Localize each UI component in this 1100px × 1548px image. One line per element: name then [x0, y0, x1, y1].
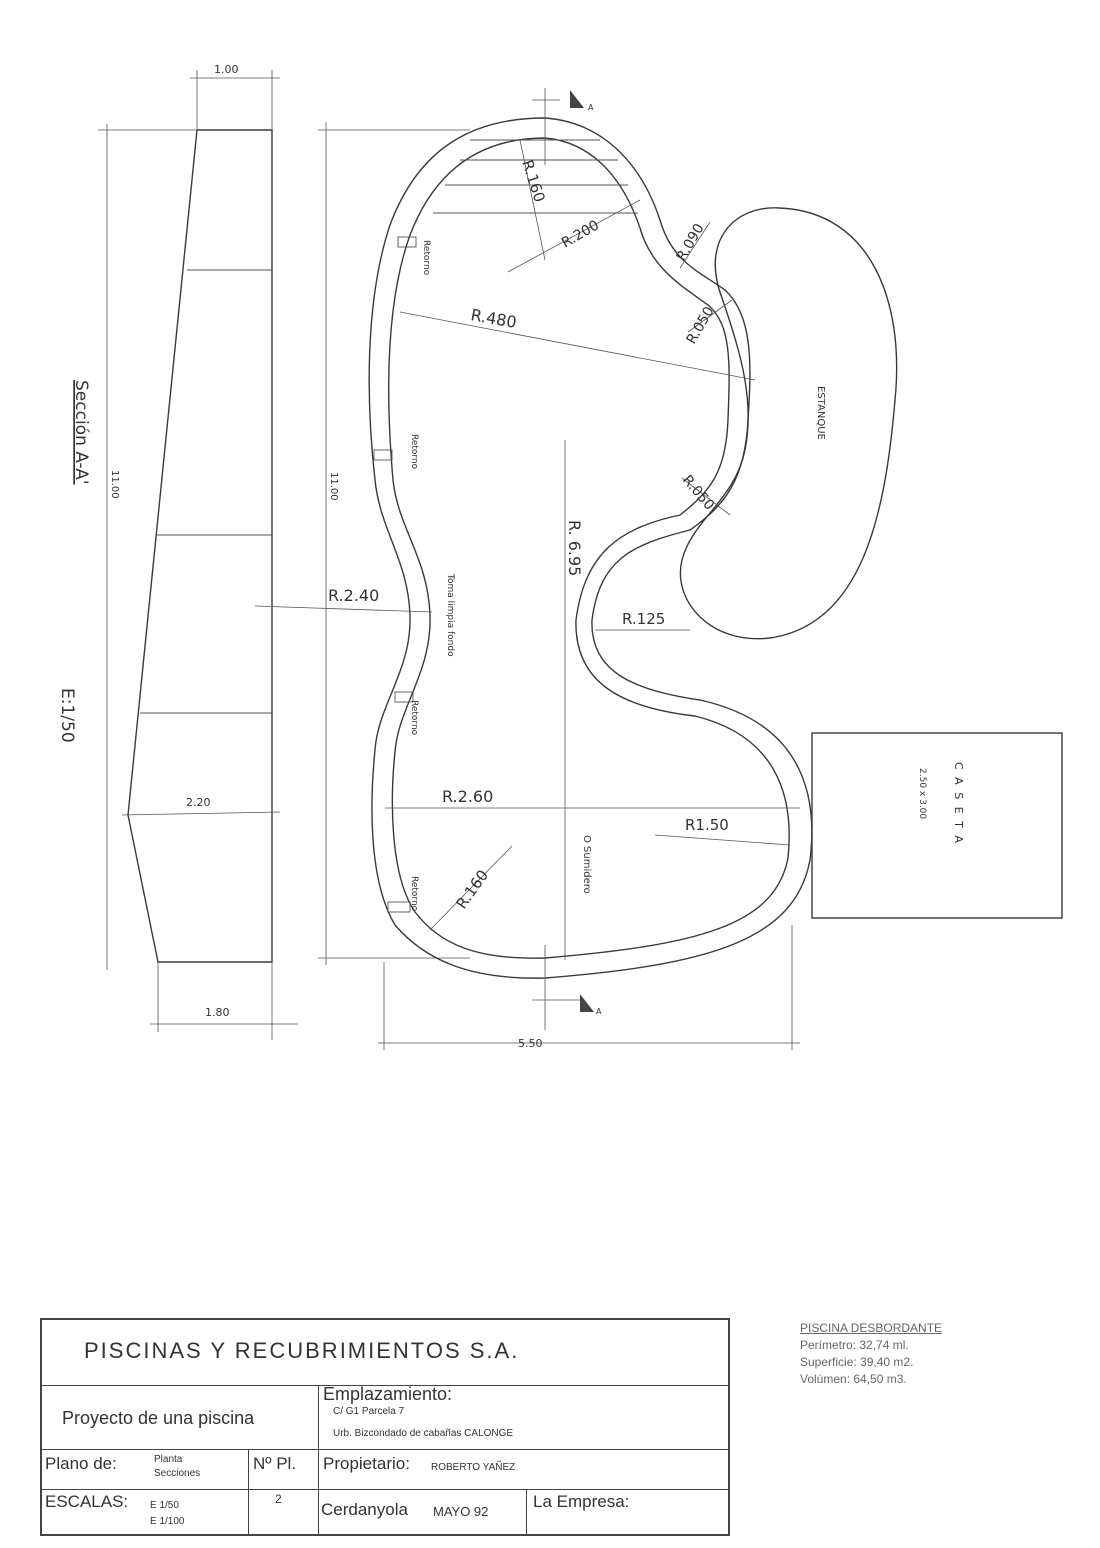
- title-row-company: PISCINAS Y RECUBRIMIENTOS S.A.: [42, 1320, 728, 1386]
- toma-label: Toma limpia fondo: [445, 573, 455, 657]
- radius-label: R.090: [674, 221, 708, 264]
- caseta-outline: [811, 732, 1063, 919]
- radius-label: R.160: [453, 867, 493, 913]
- radius-label: R.050: [684, 304, 718, 347]
- section-title: Sección A-A': [71, 380, 91, 485]
- section-mark-bottom: A: [596, 1007, 602, 1016]
- section-arrow-top: [570, 90, 584, 108]
- dim-height-label: 11.00: [109, 470, 120, 499]
- pool-inner-outline: [388, 137, 790, 959]
- radius-label: R.160: [518, 158, 548, 205]
- pool-outer-outline: [368, 117, 813, 979]
- summary-heading: PISCINA DESBORDANTE: [800, 1321, 943, 1335]
- dim-line: [121, 811, 281, 816]
- emplazamiento-cell: Emplazamiento: C/ G1 Parcela 7 Urb. Bizc…: [318, 1384, 728, 1449]
- lugar: Cerdanyola: [321, 1500, 408, 1519]
- caseta-label: C A S E T A: [952, 762, 965, 845]
- section-mark-top: A: [588, 103, 594, 112]
- escala1: E 1/50: [150, 1500, 179, 1511]
- radius-label: R. 6.95: [565, 520, 584, 576]
- pond-outline: [679, 207, 898, 640]
- section-outline: [127, 129, 273, 963]
- num-label: Nº Pl.: [253, 1454, 297, 1473]
- title-row-project: Proyecto de una piscina Emplazamiento: C…: [42, 1384, 728, 1450]
- retorno-fitting: [387, 901, 411, 913]
- radius-line: [429, 845, 513, 931]
- radius-label: R.200: [559, 217, 602, 251]
- fecha: MAYO 92: [433, 1504, 489, 1519]
- sumidero-label: O Sumidero: [581, 835, 592, 894]
- estanque-label: ESTANQUE: [815, 386, 826, 440]
- plan-view: 11.00 5.50 C A S E T A 2.50 x 3.00 A A: [254, 88, 1063, 1050]
- radius-label: R.2.60: [442, 787, 493, 806]
- retorno-fitting: [373, 449, 393, 461]
- radius-line: [679, 221, 711, 269]
- dim-plan-width-label: 5.50: [518, 1037, 543, 1050]
- radius-label: R.480: [469, 305, 518, 332]
- radius-label: R1.50: [685, 816, 729, 834]
- num-value: 2: [275, 1492, 282, 1506]
- empresa-cell: La Empresa:: [526, 1490, 728, 1534]
- company-name: PISCINAS Y RECUBRIMIENTOS S.A.: [84, 1338, 520, 1363]
- section-arrow-bottom: [580, 994, 594, 1012]
- summary-superficie: Superficie: 39,40 m2.: [800, 1355, 914, 1369]
- dim-top-label: 1.00: [214, 63, 239, 76]
- dim-plan-height-label: 11.00: [328, 472, 339, 501]
- retorno-fitting: [397, 236, 417, 248]
- retorno-label: Retorno: [409, 434, 419, 470]
- propietario-cell: Propietario: ROBERTO YAÑEZ: [318, 1450, 728, 1489]
- propietario-label: Propietario:: [323, 1454, 410, 1473]
- section-view: 1.00 11.00 Sección A-A' E:1/50 2.20 1.80: [57, 63, 298, 1040]
- plano-value2: Secciones: [154, 1468, 201, 1479]
- num-value-cell: 2: [248, 1490, 318, 1534]
- propietario-value: ROBERTO YAÑEZ: [431, 1462, 516, 1473]
- empresa-label: La Empresa:: [533, 1492, 630, 1511]
- emplazamiento-line1: C/ G1 Parcela 7: [333, 1406, 405, 1417]
- radius-label: R.2.40: [328, 586, 379, 605]
- emplazamiento-line2: Urb. Bizcondado de cabañas CALONGE: [333, 1428, 514, 1439]
- title-row-plano: Plano de: Planta Secciones Nº Pl. Propie…: [42, 1450, 728, 1490]
- retorno-label: Retorno: [421, 240, 431, 276]
- radius-label: R.125: [622, 610, 665, 628]
- project-title: Proyecto de una piscina: [62, 1408, 255, 1428]
- fecha-cell: Cerdanyola MAYO 92: [318, 1490, 526, 1534]
- escala2: E 1/100: [150, 1516, 185, 1527]
- dim-mid-label: 2.20: [186, 796, 211, 809]
- plano-label: Plano de:: [45, 1454, 117, 1473]
- retorno-fitting: [394, 691, 414, 703]
- num-cell: Nº Pl.: [248, 1450, 318, 1489]
- radius-label: R.050: [679, 472, 717, 513]
- title-row-escalas: ESCALAS: E 1/50 E 1/100 2 Cerdanyola MAY…: [42, 1490, 728, 1534]
- radius-line: [399, 311, 756, 381]
- radius-line: [687, 299, 733, 333]
- escalas-label: ESCALAS:: [45, 1492, 129, 1511]
- pool-summary: PISCINA DESBORDANTE Perímetro: 32,74 ml.…: [800, 1320, 942, 1388]
- emplazamiento-label: Emplazamiento:: [323, 1384, 453, 1404]
- radius-line: [654, 834, 791, 846]
- summary-perimetro: Perímetro: 32,74 ml.: [800, 1338, 909, 1352]
- radius-line: [507, 199, 641, 273]
- radius-line: [681, 477, 731, 516]
- plano-value1: Planta: [154, 1454, 183, 1465]
- section-scale: E:1/50: [57, 688, 77, 743]
- radius-line: [519, 139, 546, 261]
- summary-volumen: Volúmen: 64,50 m3.: [800, 1372, 907, 1386]
- retorno-label: Retorno: [409, 876, 419, 912]
- radius-line: [254, 605, 433, 613]
- caseta-size-label: 2.50 x 3.00: [917, 768, 927, 819]
- retorno-label: Retorno: [409, 700, 419, 736]
- title-block: PISCINAS Y RECUBRIMIENTOS S.A. Proyecto …: [40, 1318, 730, 1536]
- dim-bottom-label: 1.80: [205, 1006, 230, 1019]
